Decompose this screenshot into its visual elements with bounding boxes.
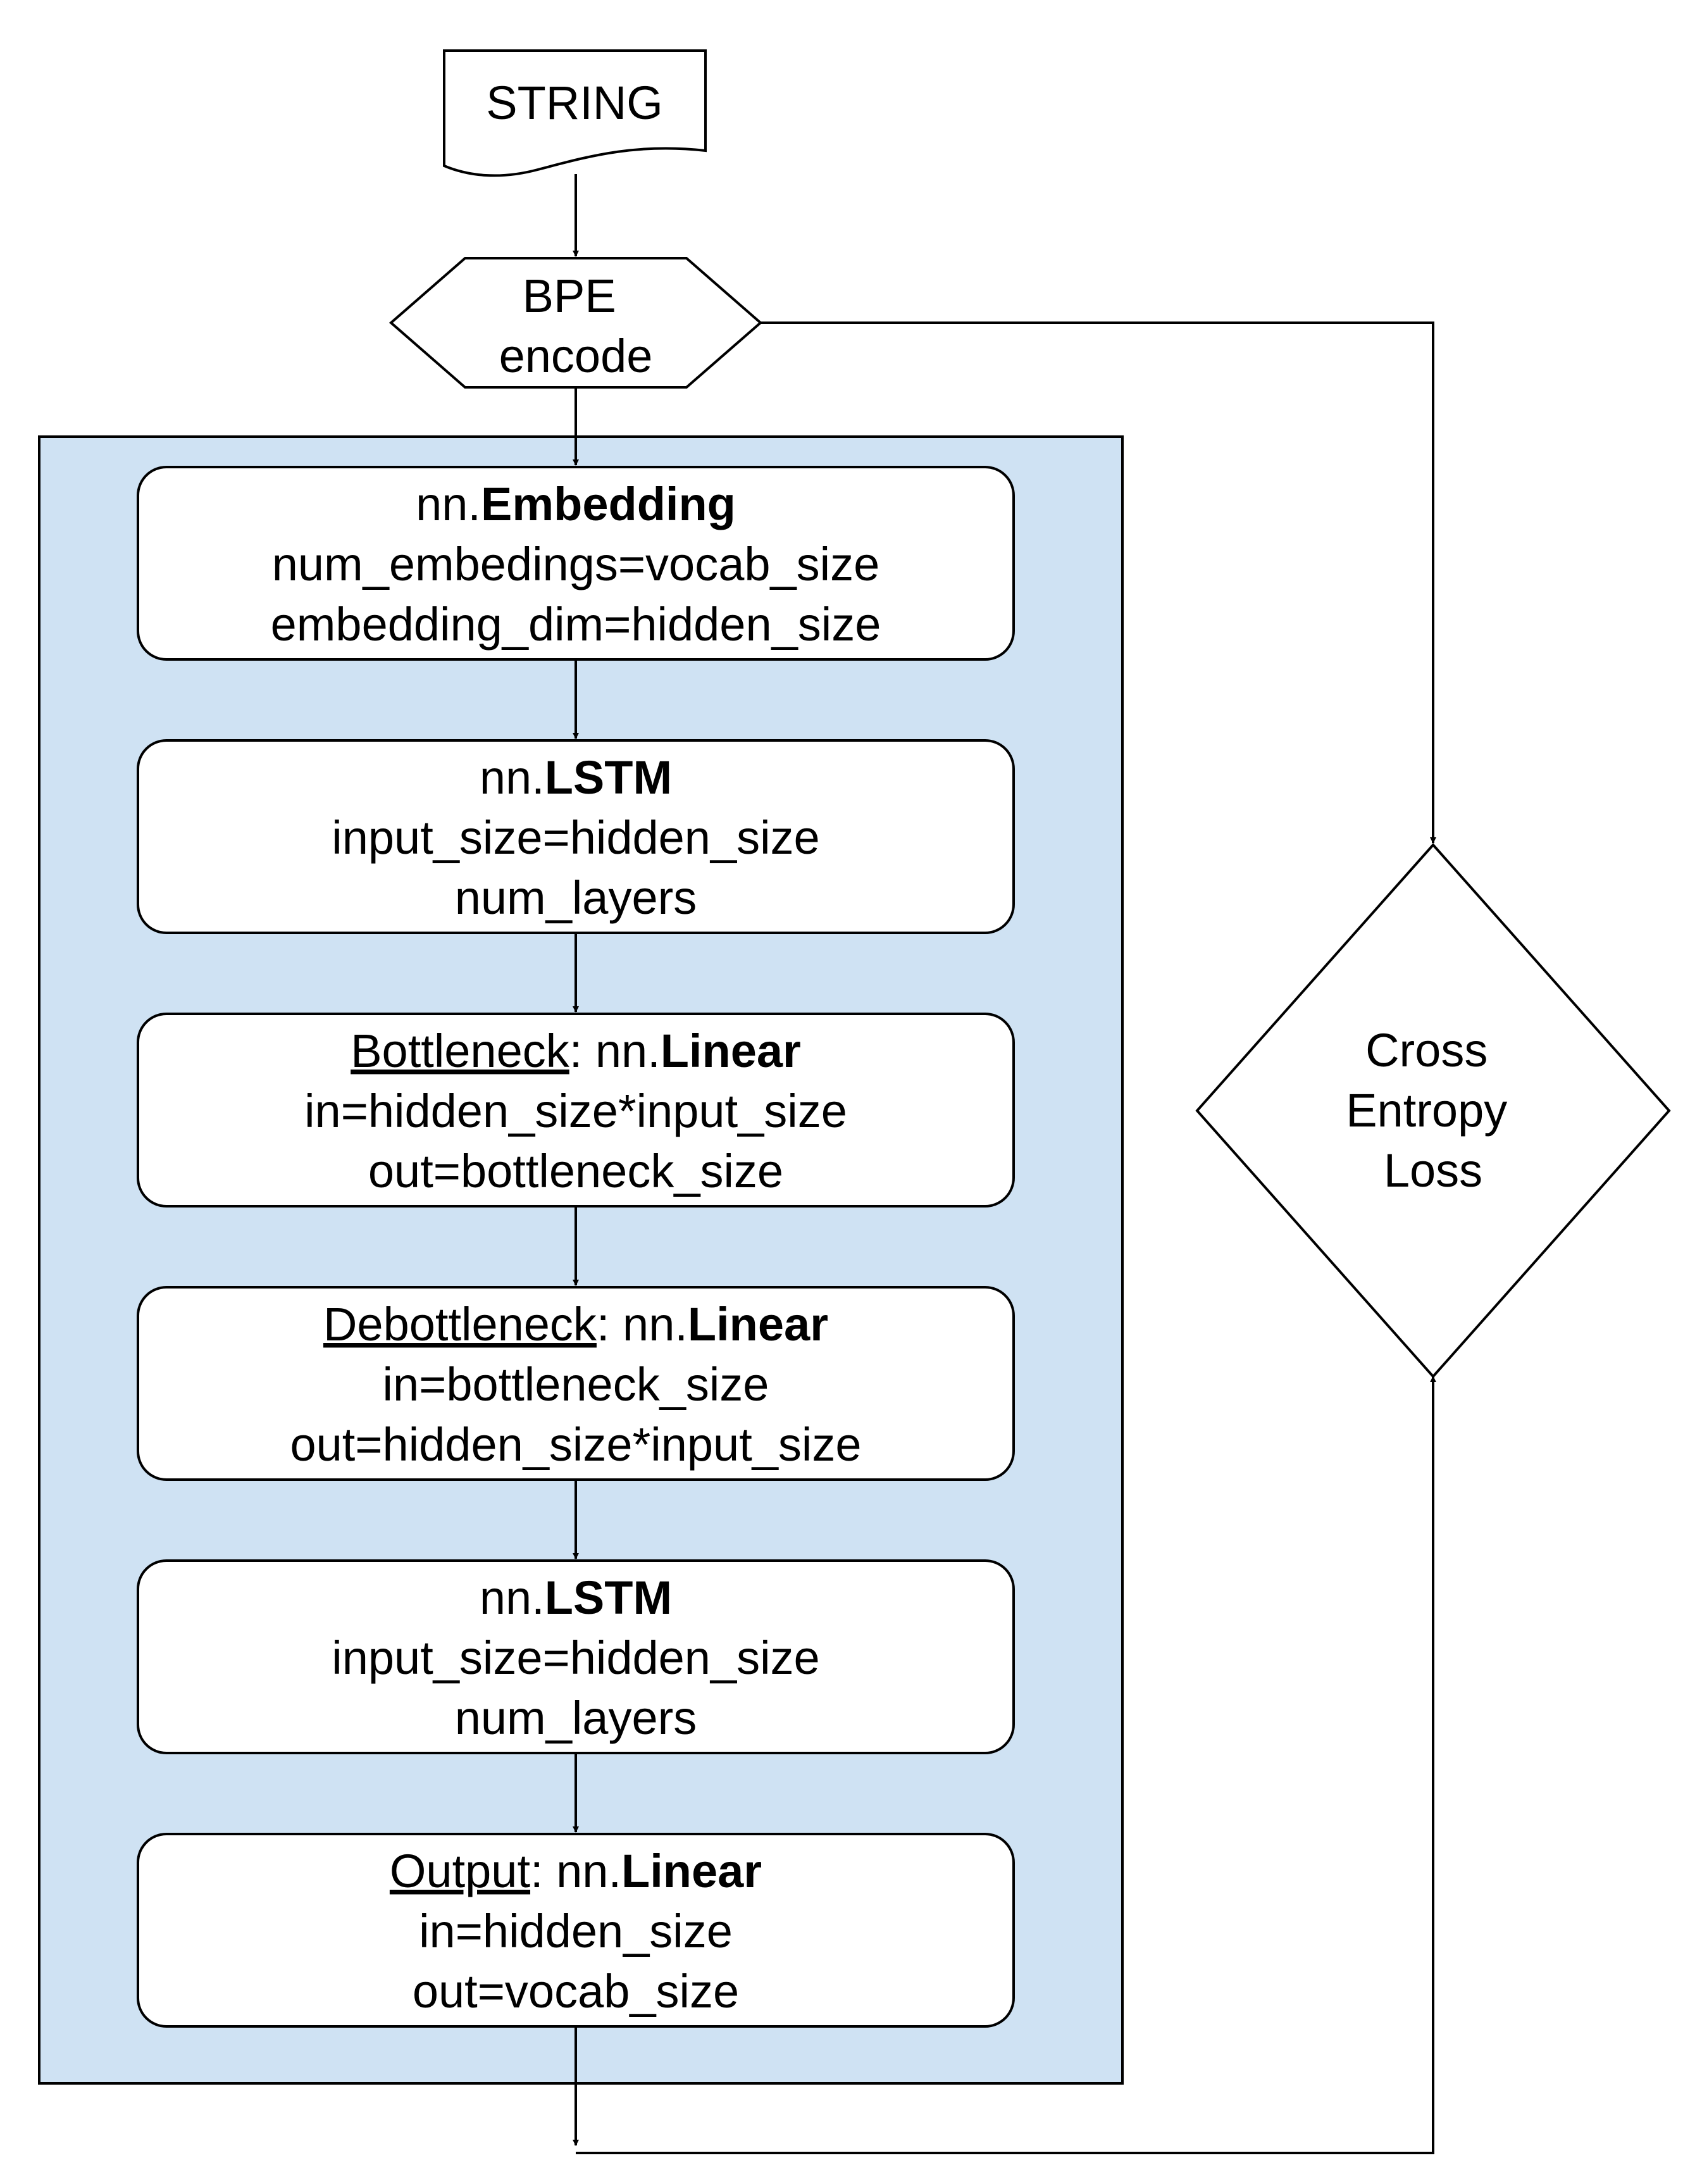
layer-node-embedding: nn.Embedding num_embedings=vocab_size em… [137, 466, 1015, 661]
layer-type: Embedding [481, 478, 736, 530]
layer-node-debottleneck: Debottleneck: nn.Linear in=bottleneck_si… [137, 1286, 1015, 1481]
layer-prefix: Bottleneck [351, 1025, 570, 1077]
layer-module: nn. [480, 1571, 545, 1624]
bpe-hexagon [388, 257, 763, 389]
layer-prefix: Output [390, 1845, 531, 1897]
layer-module: nn. [480, 751, 545, 804]
layer-title: Output: nn.Linear [390, 1845, 762, 1897]
document-shape [443, 49, 707, 177]
layer-title: nn.LSTM [480, 751, 672, 804]
layer-param-1: in=hidden_size [419, 1905, 733, 1957]
string-input-node: STRING [443, 49, 707, 177]
bpe-label-line-1: BPE [523, 270, 616, 322]
layer-node-lstm-1: nn.LSTM input_size=hidden_size num_layer… [137, 739, 1015, 934]
layer-separator: : [569, 1025, 595, 1077]
loss-label-line-3: Loss [1384, 1144, 1482, 1197]
bpe-label-line-2: encode [499, 330, 653, 382]
string-input-label: STRING [486, 77, 663, 129]
cross-entropy-loss-node: Cross Entropy Loss [1195, 842, 1671, 1379]
layer-param-2: embedding_dim=hidden_size [271, 598, 881, 651]
bpe-encode-node: BPE encode [388, 257, 763, 389]
layer-type: Linear [688, 1298, 828, 1351]
layer-module: nn. [623, 1298, 688, 1351]
layer-param-2: out=hidden_size*input_size [290, 1418, 861, 1471]
layer-type: Linear [621, 1845, 762, 1897]
layer-module: nn. [416, 478, 481, 530]
layer-box [137, 1559, 1015, 1754]
layer-type: LSTM [545, 1571, 672, 1624]
layer-title: Bottleneck: nn.Linear [351, 1025, 801, 1077]
layer-type: Linear [661, 1025, 801, 1077]
layer-param-1: in=hidden_size*input_size [304, 1085, 847, 1137]
layer-separator: : [597, 1298, 623, 1351]
layer-param-2: num_layers [455, 1692, 697, 1744]
layer-box [137, 1286, 1015, 1481]
layer-param-1: input_size=hidden_size [332, 1632, 819, 1684]
layer-prefix: Debottleneck [323, 1298, 597, 1351]
layer-box [137, 1833, 1015, 2028]
loss-label-line-1: Cross [1365, 1024, 1488, 1076]
edge-bpe-to-loss [761, 321, 1436, 844]
layer-node-output: Output: nn.Linear in=hidden_size out=voc… [137, 1833, 1015, 2028]
layer-title: Debottleneck: nn.Linear [323, 1298, 828, 1351]
layer-type: LSTM [545, 751, 672, 804]
edge-output-to-loss [576, 1376, 1436, 2154]
edges [573, 174, 1436, 2154]
cross-entropy-loss-label: Cross Entropy Loss [1346, 1024, 1520, 1197]
loss-label-line-2: Entropy [1346, 1084, 1507, 1137]
loss-diamond [1195, 842, 1671, 1379]
layer-node-lstm-2: nn.LSTM input_size=hidden_size num_layer… [137, 1559, 1015, 1754]
layer-module: nn. [556, 1845, 621, 1897]
layer-box [137, 1013, 1015, 1207]
layer-title: nn.Embedding [416, 478, 736, 530]
layer-node-bottleneck: Bottleneck: nn.Linear in=hidden_size*inp… [137, 1013, 1015, 1207]
layer-param-1: input_size=hidden_size [332, 811, 819, 864]
layer-box [137, 739, 1015, 934]
layer-param-1: in=bottleneck_size [383, 1358, 769, 1411]
layer-module: nn. [595, 1025, 661, 1077]
layer-separator: : [530, 1845, 556, 1897]
layer-param-1: num_embedings=vocab_size [272, 538, 880, 590]
layer-param-2: out=bottleneck_size [368, 1145, 783, 1197]
model-container [38, 435, 1124, 2085]
layer-box [137, 466, 1015, 661]
bpe-encode-label: BPE encode [499, 270, 653, 382]
layer-param-2: out=vocab_size [413, 1965, 739, 2018]
layer-title: nn.LSTM [480, 1571, 672, 1624]
layer-param-2: num_layers [455, 871, 697, 924]
